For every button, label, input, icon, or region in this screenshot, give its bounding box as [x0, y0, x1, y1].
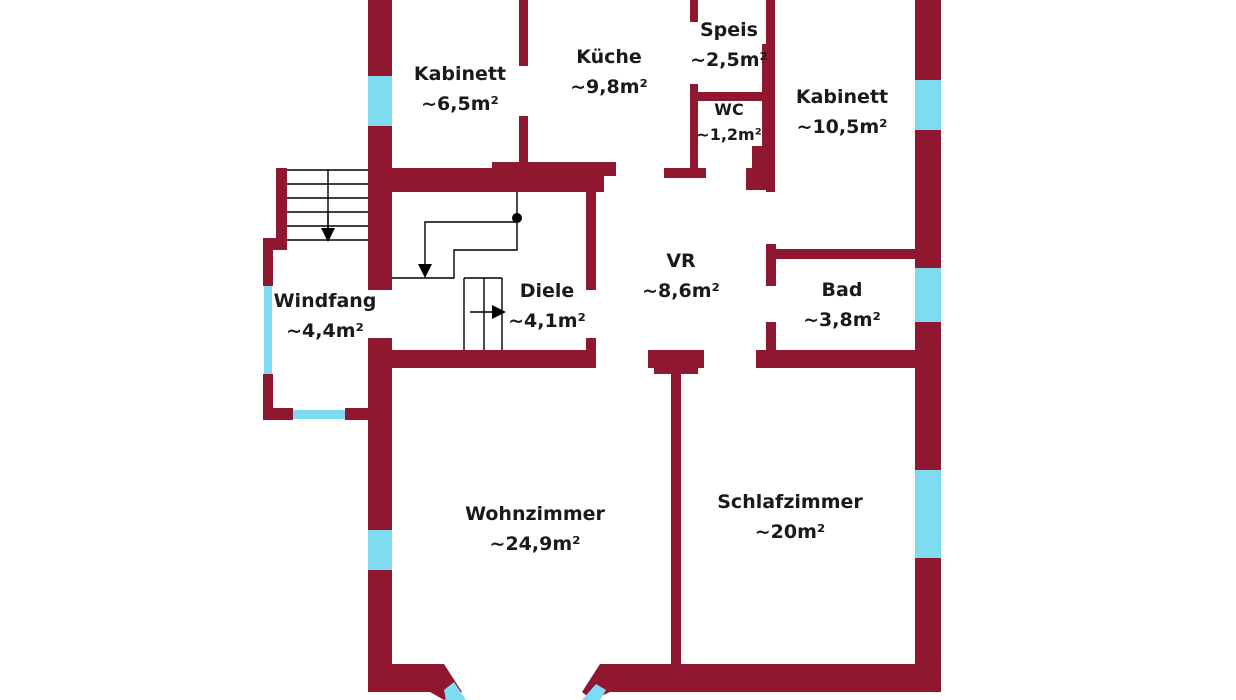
- room-name-wc: WC: [714, 100, 743, 119]
- wall-v-kabinett-top: [519, 0, 528, 66]
- walls: [263, 0, 941, 700]
- room-area-speis: ~2,5m²: [690, 49, 768, 71]
- wall-windfang-left-low: [263, 374, 273, 420]
- wall-h-speis-wc: [698, 92, 774, 101]
- window-windfang-side: [264, 286, 272, 374]
- wall-windfang-stair-left: [276, 168, 287, 240]
- room-area-kabinett-west: ~6,5m²: [421, 93, 499, 115]
- wall-windfang-bottom-right: [345, 408, 392, 420]
- wall-h-diele-bottom: [392, 350, 596, 368]
- window-schlafzimmer: [915, 470, 941, 558]
- stairs: [287, 169, 522, 350]
- stair-windfang-arrow-icon: [321, 228, 335, 242]
- wall-v-kabinett-east: [766, 0, 775, 192]
- wall-bottom-right: [600, 664, 941, 692]
- room-area-vr: ~8,6m²: [642, 280, 720, 302]
- wall-left-upper: [368, 0, 392, 290]
- wall-vr-column: [648, 350, 704, 368]
- room-name-bad: Bad: [822, 279, 863, 301]
- window-bay-right: [582, 684, 606, 700]
- wall-h-bad-top: [775, 249, 915, 259]
- room-name-kueche: Küche: [576, 46, 642, 68]
- window-windfang-bottom: [293, 410, 345, 419]
- stair-diele-arrow-right-icon: [492, 305, 506, 319]
- stair-diele-arrow-down-icon: [418, 264, 432, 278]
- room-area-kueche: ~9,8m²: [570, 76, 648, 98]
- room-area-kabinett-east: ~10,5m²: [797, 116, 888, 138]
- wall-left-lower: [368, 338, 392, 692]
- room-name-kabinett-west: Kabinett: [414, 63, 506, 85]
- room-area-diele: ~4,1m²: [508, 310, 586, 332]
- wall-h-wc-left: [664, 168, 706, 178]
- wall-v-speis-left: [690, 84, 698, 168]
- room-name-windfang: Windfang: [274, 290, 377, 312]
- room-name-speis: Speis: [700, 19, 758, 41]
- window-kabinett-west: [368, 76, 392, 126]
- window-bay-left: [444, 682, 466, 700]
- windows: [264, 76, 941, 700]
- wall-v-diele-right-top: [586, 190, 596, 290]
- room-labels: Kabinett ~6,5m² Küche ~9,8m² Speis ~2,5m…: [274, 19, 889, 555]
- wall-windfang-bottom-left: [263, 408, 293, 420]
- room-name-vr: VR: [666, 250, 696, 272]
- stair-diele: [392, 192, 518, 350]
- window-bad: [915, 268, 941, 322]
- wall-windfang-left-side: [263, 238, 273, 286]
- wall-v-bad-left-bottom: [766, 322, 776, 368]
- window-kabinett-east: [915, 80, 941, 130]
- wall-v-wohn-schlaf: [671, 368, 681, 668]
- wall-h-bad-bottom: [756, 350, 915, 368]
- room-area-schlafzimmer: ~20m²: [755, 521, 825, 543]
- wall-v-speis-left-top: [690, 0, 698, 22]
- wall-v-kabinett-bottom: [519, 116, 528, 168]
- room-name-schlafzimmer: Schlafzimmer: [717, 491, 863, 513]
- room-area-wohnzimmer: ~24,9m²: [490, 533, 581, 555]
- room-area-windfang: ~4,4m²: [286, 320, 364, 342]
- room-area-wc: ~1,2m²: [696, 125, 761, 144]
- room-name-kabinett-east: Kabinett: [796, 86, 888, 108]
- stair-diele-start-dot: [512, 213, 522, 223]
- room-area-bad: ~3,8m²: [803, 309, 881, 331]
- wall-v-bad-left-top: [766, 244, 776, 286]
- wall-bottom-left: [368, 664, 440, 692]
- wall-wc-corner: [752, 146, 768, 174]
- window-wohnzimmer-west: [368, 530, 392, 570]
- wall-h-kitchen-cap: [492, 162, 616, 176]
- room-name-wohnzimmer: Wohnzimmer: [465, 503, 605, 525]
- room-name-diele: Diele: [520, 280, 575, 302]
